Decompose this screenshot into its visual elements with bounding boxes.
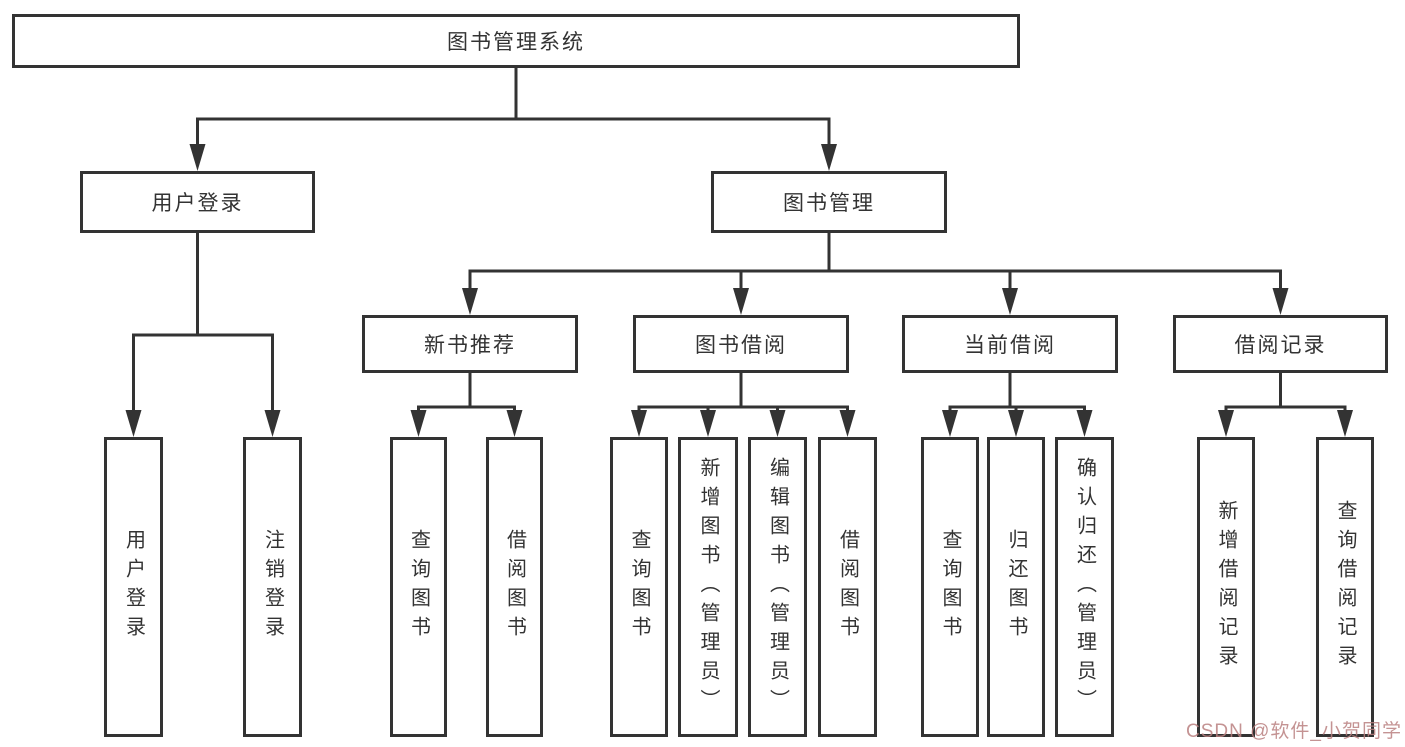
leaf-logout: 注销登录	[243, 437, 302, 737]
node-book-management: 图书管理	[711, 171, 947, 233]
leaf-records-add-record: 新增借阅记录	[1197, 437, 1255, 737]
connector-book-management	[468, 231, 1282, 294]
leaf-borrow-borrow-books-label: 借阅图书	[836, 529, 859, 645]
leaf-current-return-books: 归还图书	[987, 437, 1045, 737]
leaf-user-login-label: 用户登录	[122, 529, 145, 645]
leaf-current-confirm-return-admin-label: 确认归还（管理员）	[1073, 456, 1096, 718]
leaf-user-login: 用户登录	[104, 437, 163, 737]
leaf-current-confirm-return-admin: 确认归还（管理员）	[1055, 437, 1114, 737]
node-book-borrow: 图书借阅	[633, 315, 849, 373]
leaf-current-return-books-label: 归还图书	[1005, 529, 1027, 645]
leaf-recommend-borrow-books: 借阅图书	[486, 437, 543, 737]
connector-borrow-records	[1224, 371, 1347, 416]
leaf-records-query-record: 查询借阅记录	[1316, 437, 1374, 737]
leaf-current-query-books: 查询图书	[921, 437, 979, 737]
node-root-label: 图书管理系统	[447, 31, 585, 54]
arrowheads	[125, 144, 1353, 437]
node-book-management-label: 图书管理	[783, 192, 875, 215]
leaf-borrow-query-books: 查询图书	[610, 437, 668, 737]
connector-root	[196, 66, 831, 150]
connector-new-book-recommend	[417, 371, 516, 416]
leaf-logout-label: 注销登录	[261, 529, 284, 645]
leaf-borrow-borrow-books: 借阅图书	[818, 437, 877, 737]
node-new-book-recommend-label: 新书推荐	[424, 334, 516, 357]
csdn-watermark: CSDN @软件_小贺同学	[1186, 721, 1402, 742]
node-new-book-recommend: 新书推荐	[362, 315, 578, 373]
node-user-login: 用户登录	[80, 171, 315, 233]
node-book-borrow-label: 图书借阅	[695, 334, 787, 357]
leaf-current-query-books-label: 查询图书	[939, 529, 961, 645]
leaf-borrow-query-books-label: 查询图书	[628, 529, 650, 645]
leaf-recommend-query-books: 查询图书	[390, 437, 447, 737]
connector-book-borrow	[637, 371, 849, 416]
connector-user-login	[132, 231, 274, 416]
leaf-recommend-borrow-books-label: 借阅图书	[503, 529, 526, 645]
connector-current-borrow	[948, 371, 1086, 416]
node-borrow-records-label: 借阅记录	[1234, 334, 1327, 357]
leaf-borrow-edit-books-admin-label: 编辑图书（管理员）	[766, 456, 789, 718]
node-current-borrow: 当前借阅	[902, 315, 1118, 373]
node-current-borrow-label: 当前借阅	[964, 334, 1056, 357]
leaf-records-add-record-label: 新增借阅记录	[1215, 500, 1237, 674]
node-root: 图书管理系统	[12, 14, 1020, 68]
leaf-borrow-edit-books-admin: 编辑图书（管理员）	[748, 437, 807, 737]
leaf-recommend-query-books-label: 查询图书	[407, 529, 430, 645]
node-user-login-label: 用户登录	[151, 192, 244, 215]
leaf-records-query-record-label: 查询借阅记录	[1334, 500, 1356, 674]
leaf-borrow-add-books-admin: 新增图书（管理员）	[678, 437, 738, 737]
node-borrow-records: 借阅记录	[1173, 315, 1388, 373]
leaf-borrow-add-books-admin-label: 新增图书（管理员）	[697, 456, 719, 718]
